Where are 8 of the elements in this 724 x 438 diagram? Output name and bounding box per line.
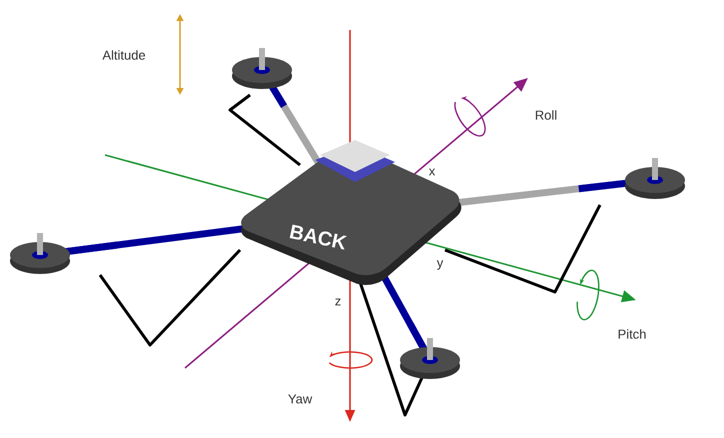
axis-label: Yaw xyxy=(288,394,312,404)
axis-label: z xyxy=(335,298,341,306)
axis-label: Altitude xyxy=(102,50,146,60)
axis-label: Roll xyxy=(536,110,556,120)
axis-label: y xyxy=(436,260,444,270)
frame-marking: BACK xyxy=(290,224,347,250)
axis-label: Pitch xyxy=(618,329,646,339)
axis-label: x xyxy=(428,168,436,176)
